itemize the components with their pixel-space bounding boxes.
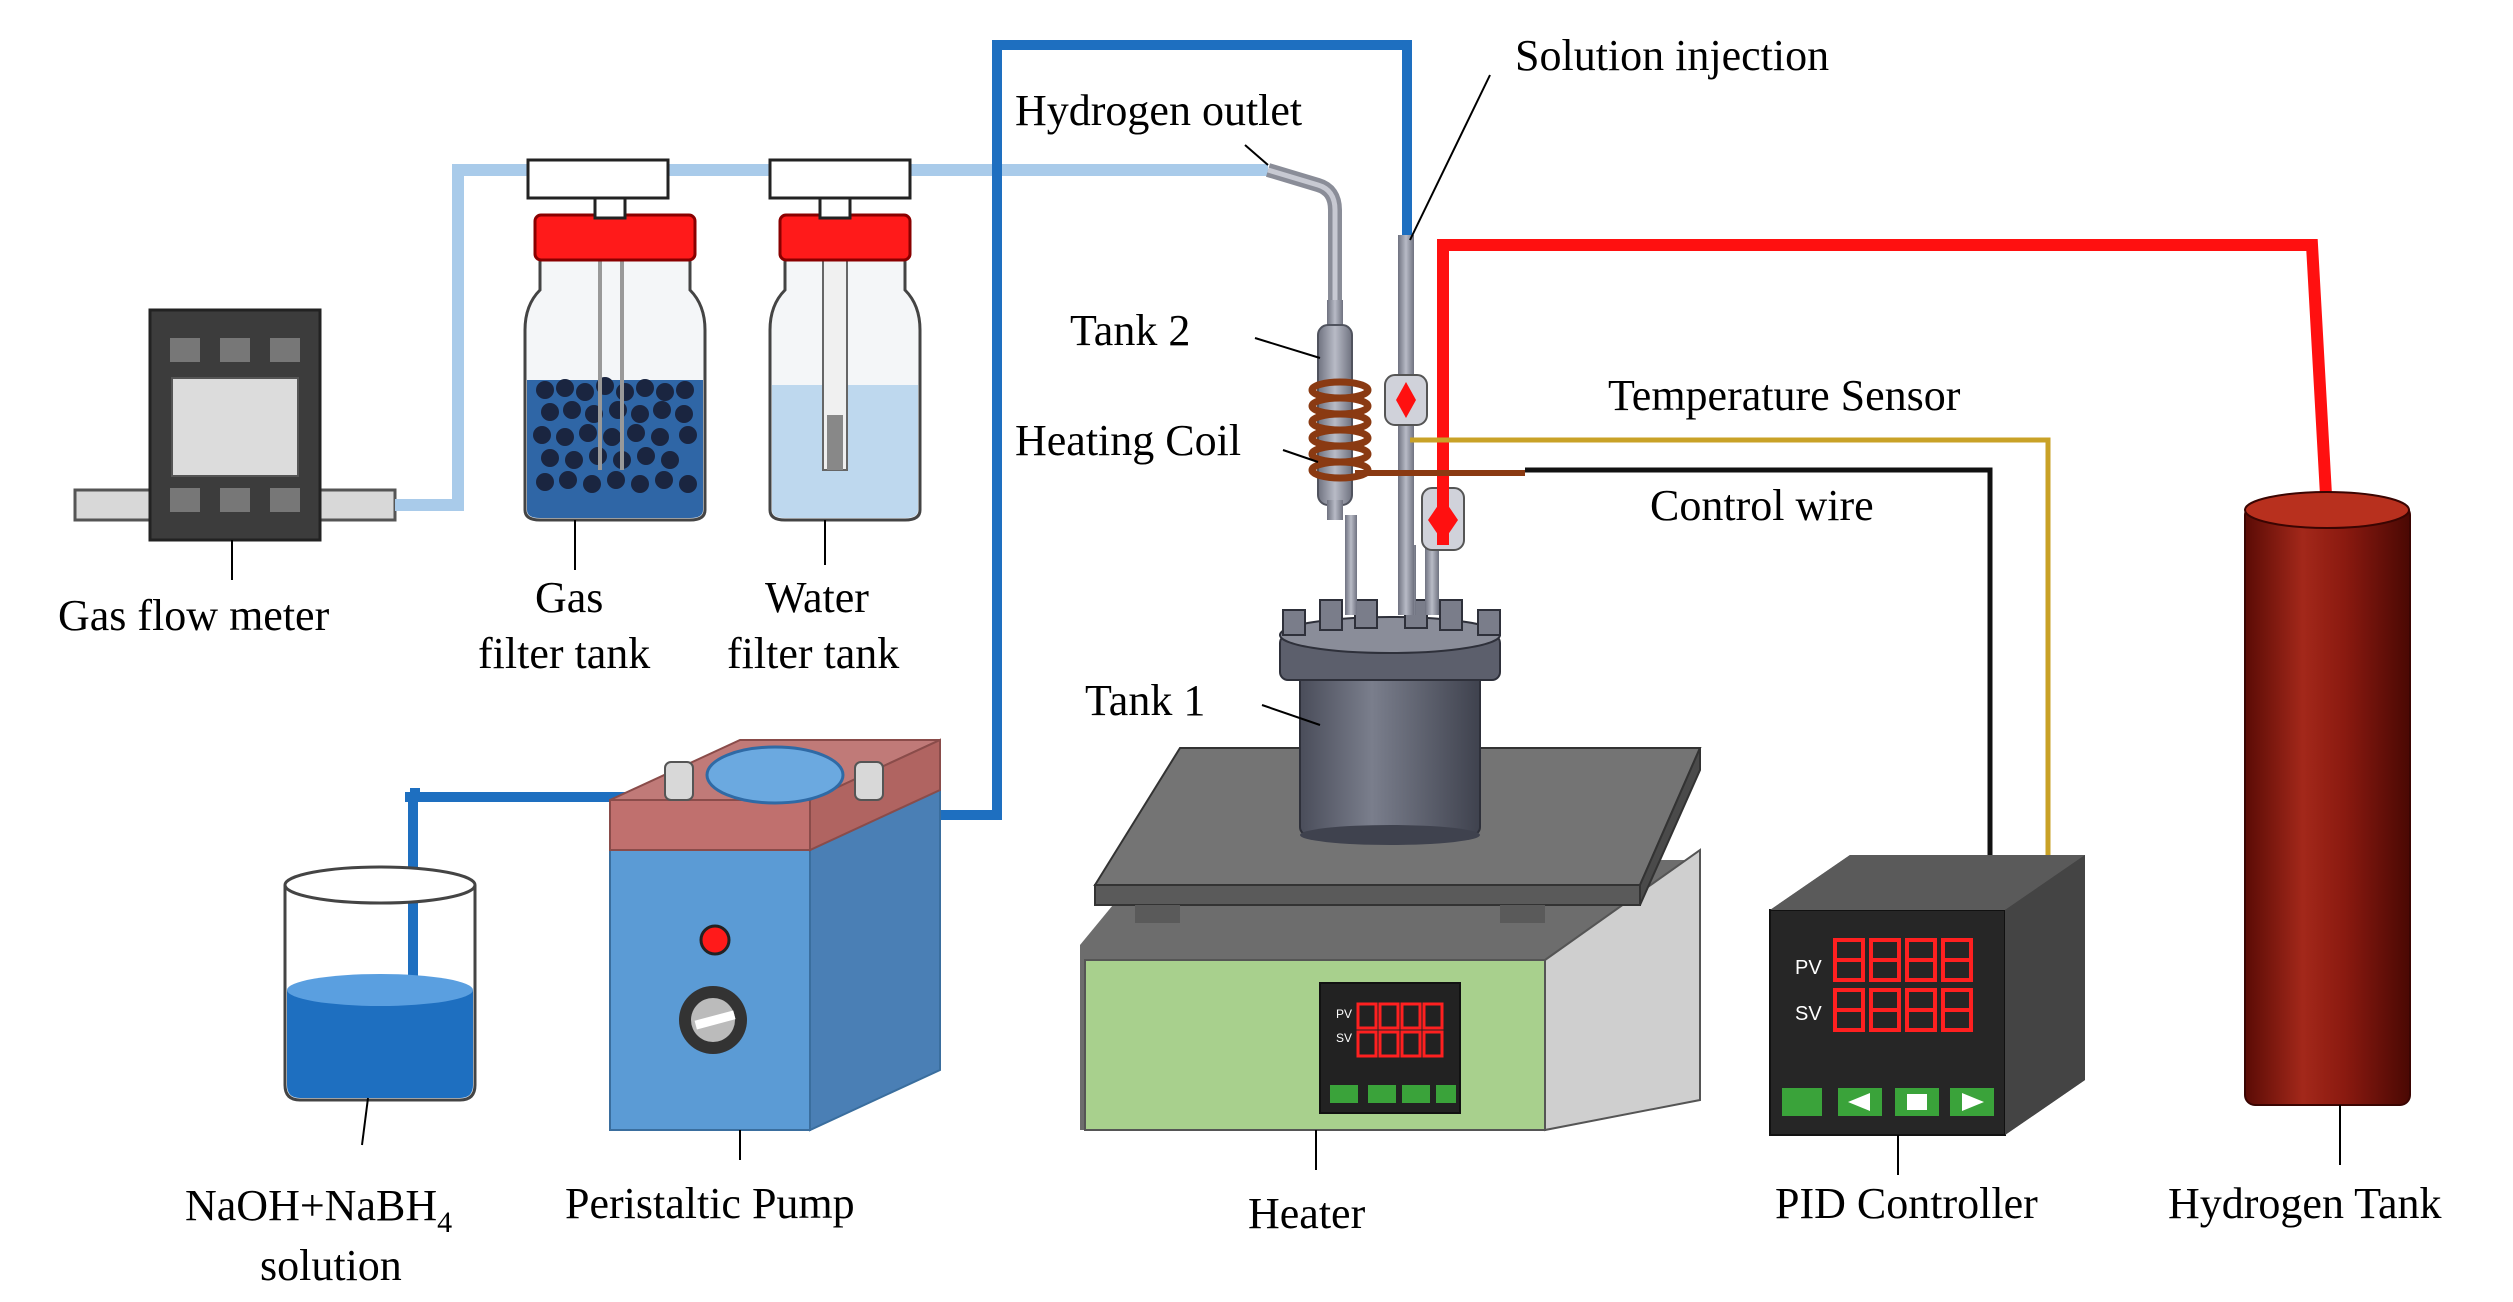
label-solution-2: solution (260, 1241, 402, 1290)
label-gas-flow-meter: Gas flow meter (58, 591, 330, 640)
label-solution-injection: Solution injection (1515, 31, 1829, 80)
pid-sv-label: SV (1795, 1003, 1822, 1025)
label-tank1: Tank 1 (1085, 676, 1205, 725)
peristaltic-pump (609, 738, 941, 1160)
tank2 (1254, 300, 1372, 520)
label-hydrogen-tank: Hydrogen Tank (2168, 1179, 2442, 1228)
gas-filter-tank (523, 158, 707, 570)
injection-pipe (890, 40, 1412, 820)
label-gas-filter-tank-2: filter tank (478, 629, 650, 678)
pid-pv-label: PV (1795, 957, 1822, 979)
pid-controller: PV SV (1769, 855, 2085, 1175)
label-temperature-sensor: Temperature Sensor (1608, 371, 1961, 420)
label-water-filter-tank-2: filter tank (727, 629, 899, 678)
heater-pv-label: PV (1336, 1007, 1352, 1021)
label-water-filter-tank-1: Water (765, 573, 869, 622)
water-filter-tank (768, 158, 922, 565)
label-heater: Heater (1248, 1189, 1366, 1238)
temperature-sensor-wire (1410, 437, 2051, 855)
beaker-pipe (408, 792, 640, 1025)
label-peristaltic-pump: Peristaltic Pump (565, 1179, 855, 1228)
naoh-nabh4-beaker (283, 865, 477, 1146)
label-hydrogen-outlet: Hydrogen outlet (1015, 86, 1302, 135)
label-tank2: Tank 2 (1070, 306, 1190, 355)
gas-flow-meter (73, 308, 397, 580)
label-gas-filter-tank-1: Gas (535, 573, 603, 622)
label-control-wire: Control wire (1650, 481, 1874, 530)
label-pid-controller: PID Controller (1775, 1179, 2038, 1228)
solution-injection-rod (1384, 74, 1491, 615)
label-heating-coil: Heating Coil (1015, 416, 1241, 465)
hydrogen-supply-pipe (1437, 239, 2332, 545)
hydrogen-tank (2244, 491, 2411, 1165)
heater-sv-label: SV (1336, 1031, 1352, 1045)
control-wire (1525, 467, 1993, 855)
label-solution-1: NaOH+NaBH4 (185, 1181, 452, 1239)
